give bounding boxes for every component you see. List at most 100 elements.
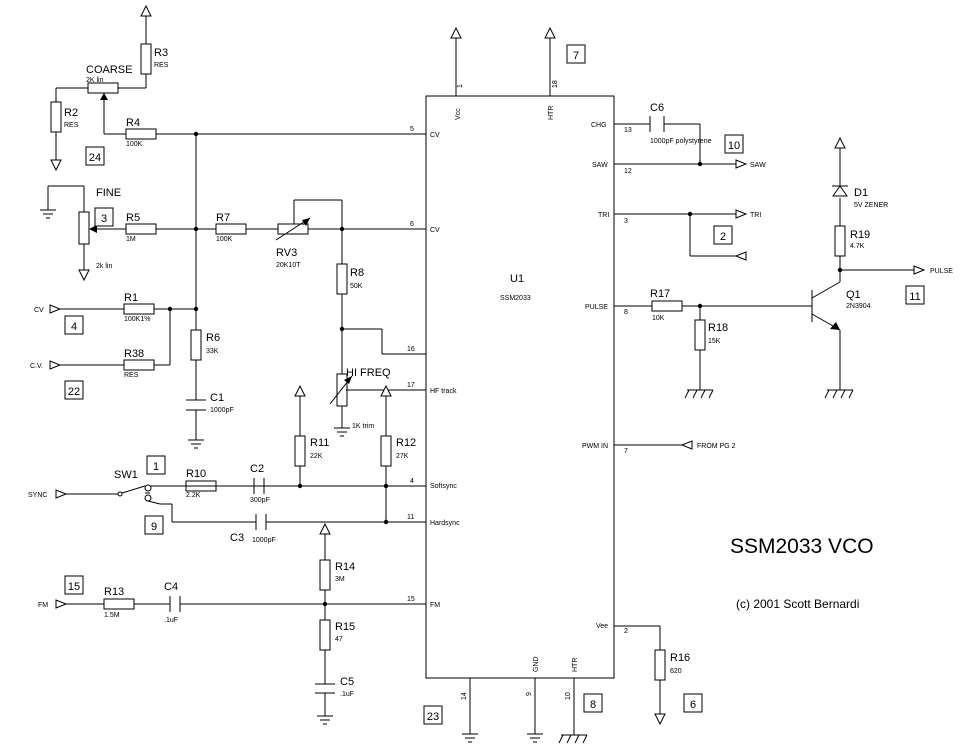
r11-ref: R11	[310, 437, 329, 449]
r18-ref: R18	[708, 322, 728, 334]
c5-value: .1uF	[340, 691, 354, 698]
connector-box	[144, 515, 164, 535]
r10-value: 2.2K	[186, 492, 201, 499]
c1-ref: C1	[210, 392, 224, 404]
connector-box-label: 2	[720, 231, 726, 243]
ic-body	[425, 95, 615, 679]
connector-box	[64, 380, 84, 400]
cv2-input-label: C.V.	[30, 363, 43, 370]
pin-num: 16	[407, 346, 415, 353]
r19-value: 4.7K	[850, 243, 865, 250]
q1-value: 2N3904	[846, 303, 871, 310]
pin-label: GND	[533, 656, 540, 672]
c4-value: .1uF	[164, 617, 178, 624]
rv3-ref: RV3	[276, 247, 297, 259]
pin-num: 9	[526, 692, 533, 696]
connector-box	[566, 44, 586, 64]
rv3-value: 20K10T	[276, 262, 301, 269]
d1-ref: D1	[854, 187, 868, 199]
r5-ref: R5	[126, 212, 140, 224]
sw1-ref: SW1	[114, 469, 138, 481]
connector-box-label: 15	[68, 581, 80, 593]
r2-ref: R2	[64, 107, 78, 119]
c3-value: 1000pF	[252, 537, 276, 544]
pin-label: Vcc	[455, 108, 462, 120]
pin-label: PWM IN	[582, 443, 608, 450]
c2-ref: C2	[250, 463, 264, 475]
pin-num: 8	[624, 309, 628, 316]
connector-box-label: 24	[89, 152, 101, 164]
r13-value: 1.5M	[104, 612, 120, 619]
ic-ref: U1	[510, 273, 524, 285]
saw-output-label: SAW	[750, 162, 766, 169]
pin-label: SAW	[592, 162, 608, 169]
coarse-value: 2K lin	[86, 77, 104, 84]
pin-num: 5	[410, 126, 414, 133]
connector-box-label: 1	[153, 461, 159, 473]
r6-value: 33K	[206, 348, 219, 355]
connector-box	[583, 693, 603, 713]
c6-value: 1000pF polystyrene	[650, 138, 712, 145]
connector-box-label: 6	[690, 699, 696, 711]
connector-box-label: 8	[590, 699, 596, 711]
r14-ref: R14	[335, 561, 355, 573]
pwm-source-label: FROM PG 2	[697, 443, 736, 450]
connector-box-label: 9	[151, 521, 157, 533]
r12-value: 27K	[396, 453, 409, 460]
connector-box	[146, 455, 166, 475]
pin-num: 6	[410, 221, 414, 228]
pulse-output-label: PULSE	[930, 268, 953, 275]
pin-label: Vee	[596, 623, 608, 630]
r7-ref: R7	[216, 212, 230, 224]
r13-ref: R13	[104, 586, 124, 598]
r15-ref: R15	[335, 621, 355, 633]
pin-num: 3	[624, 218, 628, 225]
c2-value: 300pF	[250, 497, 270, 504]
connector-box-label: 11	[909, 291, 920, 303]
connector-box-label: 22	[68, 386, 80, 398]
r7-value: 100K	[216, 236, 233, 243]
r4-ref: R4	[126, 117, 140, 129]
pin-num: 12	[624, 168, 632, 175]
pin-num: 2	[624, 628, 628, 635]
connector-box-label: 4	[71, 321, 77, 333]
connector-box	[713, 225, 733, 245]
r16-ref: R16	[670, 652, 690, 664]
r4-value: 100K	[126, 141, 143, 148]
connector-box-label: 3	[101, 213, 107, 225]
c1-value: 1000pF	[210, 407, 234, 414]
c4-ref: C4	[164, 581, 178, 593]
pin-label: Hardsync	[430, 520, 460, 527]
connector-box	[94, 207, 114, 227]
r5-value: 1M	[126, 236, 136, 243]
pin-num: 17	[407, 382, 415, 389]
pin-num: 11	[407, 514, 414, 521]
hifreq-value: 1K trim	[352, 423, 374, 430]
q1-ref: Q1	[846, 289, 861, 301]
connector-box-label: 7	[573, 50, 579, 62]
connector-box-label: 10	[728, 140, 740, 152]
c6-ref: C6	[650, 102, 664, 114]
c5-ref: C5	[340, 676, 354, 688]
r3-value: RES	[154, 62, 169, 69]
r1-ref: R1	[124, 292, 138, 304]
pin-label: HF track	[430, 388, 457, 395]
copyright-text: (c) 2001 Scott Bernardi	[736, 597, 859, 611]
connector-box	[905, 285, 925, 305]
c3-ref: C3	[230, 532, 244, 544]
r16-value: 620	[670, 668, 682, 675]
pin-num: 18	[552, 80, 559, 88]
connector-box	[724, 134, 744, 154]
pin-label: HTR	[548, 106, 555, 120]
r6-ref: R6	[206, 332, 220, 344]
diagram-title: SSM2033 VCO	[730, 535, 874, 558]
r38-ref: R38	[124, 348, 144, 360]
r19-ref: R19	[850, 229, 870, 241]
pin-num: 1	[457, 84, 464, 88]
pin-num: 14	[461, 692, 468, 700]
connector-box	[64, 315, 84, 335]
fine-ref: FINE	[96, 187, 121, 199]
pin-label: Softsync	[430, 483, 457, 490]
